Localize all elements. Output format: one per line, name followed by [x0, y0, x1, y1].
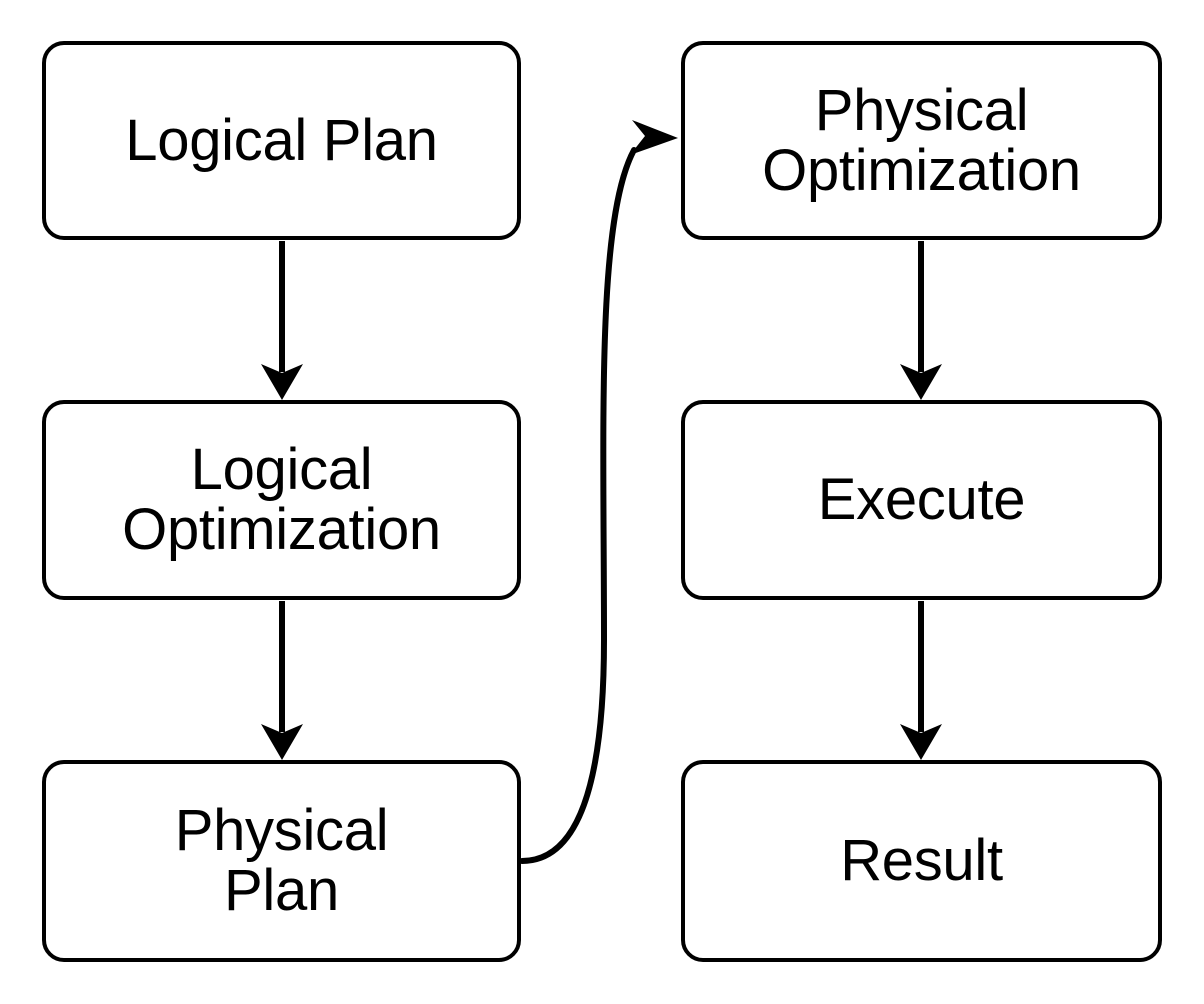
node-execute-label: Execute: [817, 467, 1026, 532]
node-physical-plan[interactable]: Physical Plan: [42, 760, 521, 962]
node-logical-plan[interactable]: Logical Plan: [42, 41, 521, 240]
edge-execute-to-result: [900, 601, 942, 760]
node-physical-optimization[interactable]: Physical Optimization: [681, 41, 1162, 240]
edge-physical-plan-to-physical-optimization: [519, 120, 678, 864]
node-result-label: Result: [840, 828, 1003, 893]
node-physical-optimization-label: Physical Optimization: [762, 77, 1081, 203]
edge-logical-plan-to-logical-optimization: [261, 241, 303, 400]
edge-physical-optimization-to-execute: [900, 241, 942, 400]
node-logical-optimization-label: Logical Optimization: [122, 437, 441, 562]
node-logical-plan-label: Logical Plan: [125, 107, 438, 173]
node-execute[interactable]: Execute: [681, 400, 1162, 600]
edge-logical-optimization-to-physical-plan: [261, 601, 303, 760]
node-logical-optimization[interactable]: Logical Optimization: [42, 400, 521, 600]
node-result[interactable]: Result: [681, 760, 1162, 962]
node-physical-plan-label: Physical Plan: [174, 798, 389, 923]
